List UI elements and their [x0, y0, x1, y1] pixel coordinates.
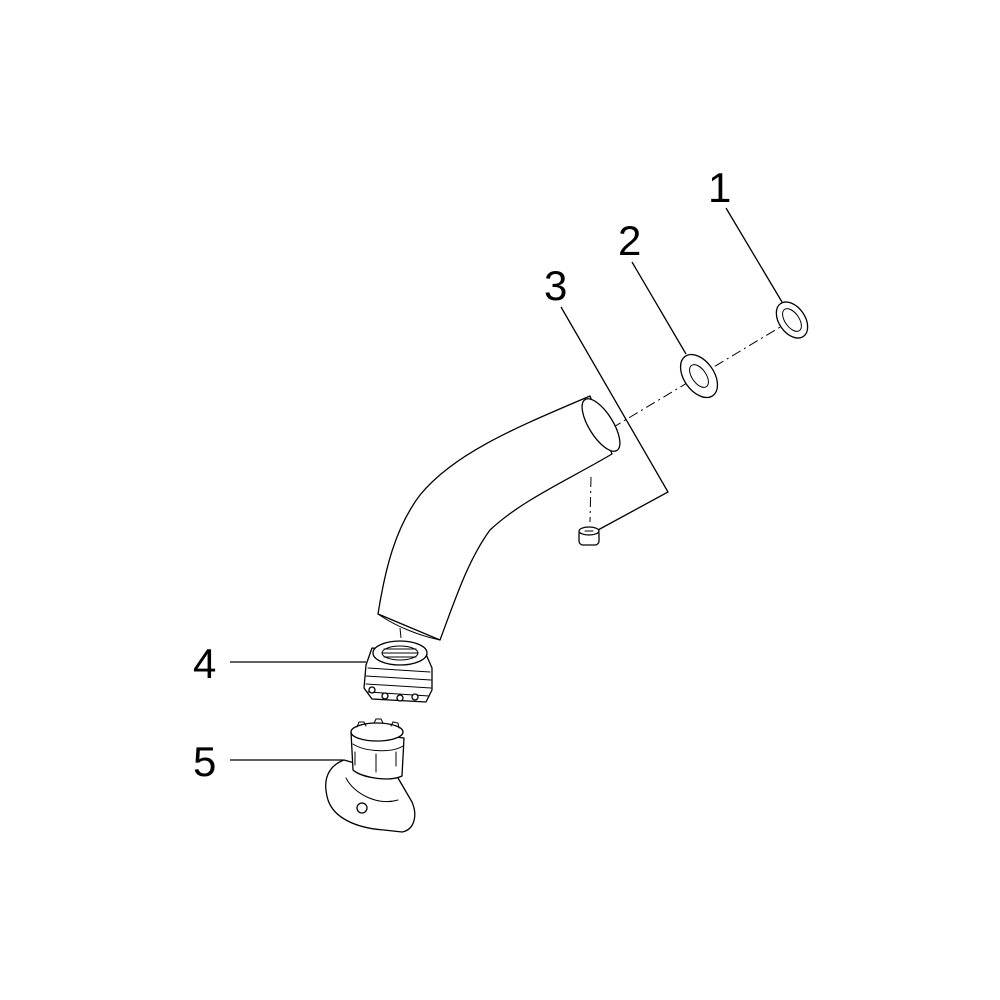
callout-3: 3	[544, 262, 567, 309]
leader-line-3	[560, 306, 669, 531]
callout-2: 2	[618, 217, 641, 264]
o-ring-part-1	[775, 301, 809, 339]
callout-5: 5	[193, 738, 216, 785]
assembly-axis-aerator	[399, 627, 403, 649]
aerator-key-part-5	[325, 718, 416, 833]
set-screw-part-3	[578, 526, 600, 546]
leader-line-1	[725, 207, 783, 303]
assembly-axis-setscrew	[589, 476, 592, 523]
washer-part-2	[679, 353, 719, 399]
leader-line-2	[631, 261, 687, 355]
aerator-part-4	[363, 640, 433, 703]
spout-body	[377, 395, 621, 641]
callout-1: 1	[708, 164, 731, 211]
callout-4: 4	[193, 640, 216, 687]
